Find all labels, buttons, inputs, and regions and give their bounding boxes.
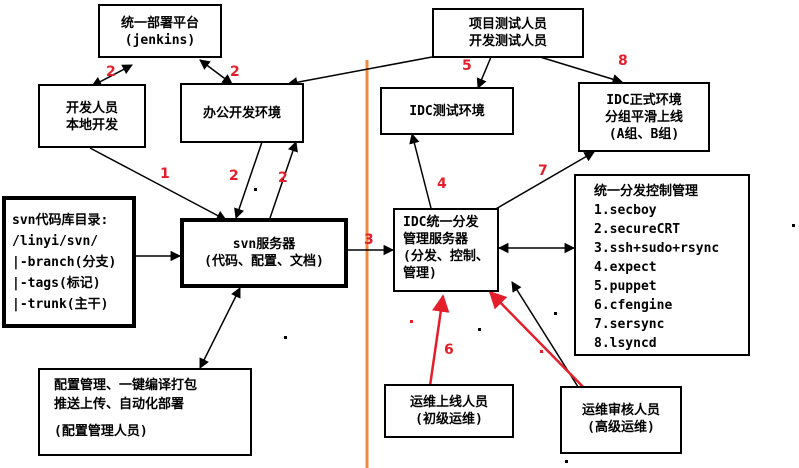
arrow-testers-idctest xyxy=(476,56,492,89)
node-dev-local-line-1: 开发人员 xyxy=(65,101,118,116)
node-testers-line-2: 开发测试人员 xyxy=(468,34,547,49)
arrow-testers-office xyxy=(286,56,433,88)
step-label-5: 5 xyxy=(462,58,472,74)
arrow-svn-office-2 xyxy=(269,141,298,219)
node-testers-line-1: 项目测试人员 xyxy=(468,17,547,32)
node-svn-repo-line-2: /linyi/svn/ xyxy=(12,234,99,249)
step-label-3: 3 xyxy=(364,232,374,248)
node-svn-repo-line-1: svn代码库目录: xyxy=(12,213,109,228)
arrow-jenkins-office xyxy=(199,59,233,85)
node-idc-mgmt-line-1: IDC统一分发 xyxy=(403,215,479,230)
node-idc-test: IDC测试环境 xyxy=(380,87,514,135)
arrow-jenkins-devlocal xyxy=(91,64,133,87)
node-idc-test-line-1: IDC测试环境 xyxy=(409,104,485,119)
node-config-mgmt-line-1: 配置管理、一键编译打包 xyxy=(54,378,198,393)
arrow-idcmgmt-idcprod xyxy=(493,151,595,211)
node-office-dev-line-1: 办公开发环境 xyxy=(202,106,281,121)
step-label-2c: 2 xyxy=(229,168,239,184)
node-jenkins-line-2: (jenkins) xyxy=(124,33,196,48)
node-jenkins-line-1: 统一部署平台 xyxy=(120,16,199,31)
node-idc-prod: IDC正式环境 分组平滑上线 (A组、B组) xyxy=(578,82,710,152)
node-config-mgmt: 配置管理、一键编译打包 推送上传、自动化部署 (配置管理人员) xyxy=(38,368,252,456)
node-ops-junior: 运维上线人员 (初级运维) xyxy=(384,384,514,438)
node-tools-line-3: 2.secureCRT xyxy=(594,222,681,237)
arrow-testers-idcprod xyxy=(539,56,624,85)
node-idc-mgmt: IDC统一分发 管理服务器 (分发、控制、 管理) xyxy=(393,208,499,292)
step-label-4: 4 xyxy=(437,176,447,192)
arrow-senior-idcmgmt-red xyxy=(488,290,593,397)
step-label-7: 7 xyxy=(538,163,548,179)
node-svn-repo-line-4: |-tags(标记) xyxy=(12,276,101,291)
arrow-devlocal-svn xyxy=(89,147,227,221)
node-svn-server-line-1: svn服务器 xyxy=(232,237,296,252)
step-label-2a: 2 xyxy=(106,64,116,80)
node-idc-mgmt-line-4: 管理) xyxy=(403,266,437,281)
step-label-6: 6 xyxy=(444,342,454,358)
node-config-mgmt-line-3 xyxy=(54,414,250,422)
node-tools-line-6: 5.puppet xyxy=(594,279,657,294)
node-tools-line-9: 8.lsyncd xyxy=(594,336,657,351)
node-svn-repo-line-3: |-branch(分支) xyxy=(12,255,117,270)
step-label-2d: 2 xyxy=(278,170,288,186)
node-tools-line-8: 7.sersync xyxy=(594,317,665,332)
node-tools: 统一分发控制管理 1.secboy 2.secureCRT 3.ssh+sudo… xyxy=(574,174,750,356)
node-ops-senior-line-2: (高级运维) xyxy=(587,420,655,435)
node-idc-mgmt-line-2: 管理服务器 xyxy=(403,232,469,247)
node-idc-prod-line-1: IDC正式环境 xyxy=(606,93,682,108)
node-ops-senior: 运维审核人员 (高级运维) xyxy=(560,386,682,454)
node-tools-line-1: 统一分发控制管理 xyxy=(594,184,699,199)
node-svn-repo: svn代码库目录: /linyi/svn/ |-branch(分支) |-tag… xyxy=(2,196,136,328)
node-tools-line-4: 3.ssh+sudo+rsync xyxy=(594,241,720,256)
node-tools-line-5: 4.expect xyxy=(594,260,657,275)
node-office-dev: 办公开发环境 xyxy=(180,83,304,143)
node-dev-local: 开发人员 本地开发 xyxy=(38,84,146,148)
node-idc-prod-line-2: 分组平滑上线 xyxy=(604,110,683,125)
node-testers: 项目测试人员 开发测试人员 xyxy=(432,8,584,58)
node-jenkins: 统一部署平台 (jenkins) xyxy=(98,4,222,58)
arrow-office-svn-1 xyxy=(234,141,263,219)
node-ops-junior-line-2: (初级运维) xyxy=(415,412,483,427)
node-idc-mgmt-line-3: (分发、控制、 xyxy=(403,249,489,264)
step-label-8: 8 xyxy=(618,53,628,69)
step-label-1: 1 xyxy=(160,166,170,182)
node-svn-server: svn服务器 (代码、配置、文档) xyxy=(180,218,348,288)
node-config-mgmt-line-4: (配置管理人员) xyxy=(54,424,148,439)
node-dev-local-line-2: 本地开发 xyxy=(65,118,118,133)
node-ops-junior-line-1: 运维上线人员 xyxy=(409,395,488,410)
node-svn-server-line-2: (代码、配置、文档) xyxy=(204,254,324,269)
node-idc-prod-line-3: (A组、B组) xyxy=(608,127,680,142)
node-tools-line-7: 6.cfengine xyxy=(594,298,673,313)
node-svn-repo-line-5: |-trunk(主干) xyxy=(12,297,109,312)
arrow-junior-idcmgmt xyxy=(428,294,450,387)
node-config-mgmt-line-2: 推送上传、自动化部署 xyxy=(54,397,185,412)
step-label-2b: 2 xyxy=(230,64,240,80)
node-tools-line-2: 1.secboy xyxy=(594,203,657,218)
arrow-idcmgmt-idctest xyxy=(409,132,433,213)
node-ops-senior-line-1: 运维审核人员 xyxy=(581,403,660,418)
arrow-config-svn xyxy=(199,287,241,369)
